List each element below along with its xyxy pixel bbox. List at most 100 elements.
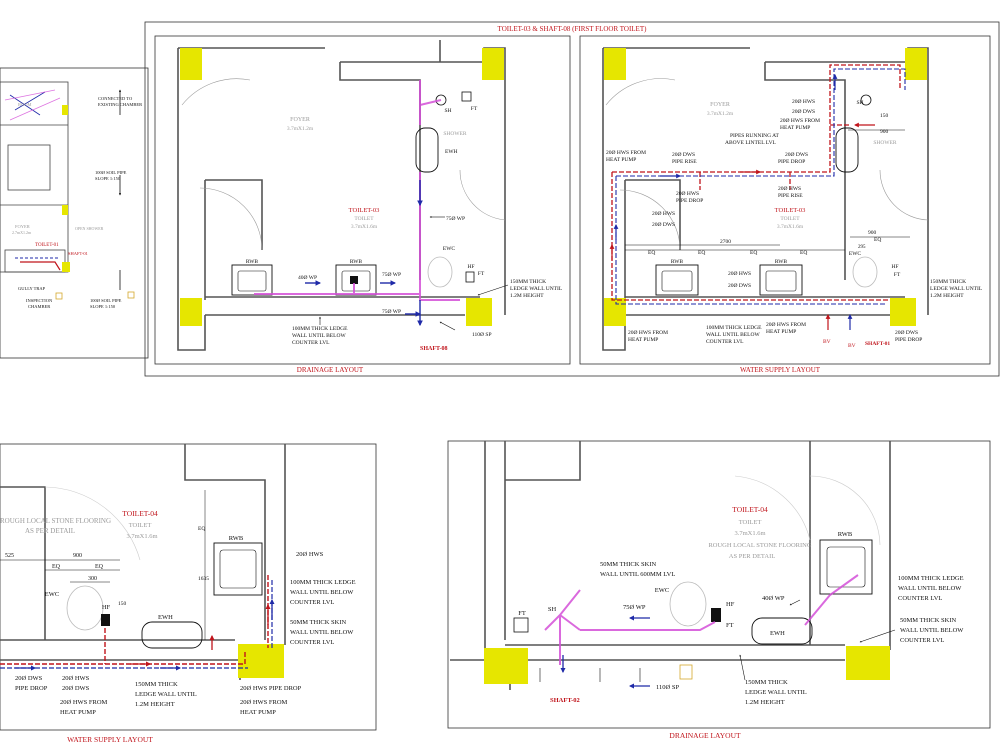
ws-rwb-2: RWB: [775, 259, 788, 265]
ft-label-2: FT: [478, 271, 485, 277]
wp-75-c: 75Ø WP: [382, 309, 401, 315]
ws-hws-drop-line1: 20Ø HWS: [676, 191, 699, 197]
bl-hws-pipe-drop: 20Ø HWS PIPE DROP: [240, 685, 302, 692]
shaft-block-top-2: [482, 48, 504, 80]
ws-hws-rise-line2: PIPE RISE: [778, 193, 803, 199]
ws-dim-900b: 900: [868, 230, 877, 236]
ws-shower-head: [860, 94, 872, 106]
label-slope-bottom: SLOPE 1:150: [90, 304, 116, 309]
bl-toilet-dim: 3.7mX1.6m: [126, 533, 157, 540]
bl-dim-300: 300: [88, 576, 97, 582]
floor-trap-2: [461, 91, 472, 102]
bl-eq-1: EQ: [52, 564, 61, 570]
toilet-dim: 3.7mX1.6m: [351, 224, 378, 230]
br-ft: FT: [518, 610, 526, 617]
shaft-marker-left-1: [62, 105, 68, 115]
bl-ewc: EWC: [45, 591, 59, 598]
ws-toilet-dim: 3.7mX1.6m: [777, 224, 804, 230]
br-flooring-line2: AS PER DETAIL: [729, 553, 775, 560]
wp-75-a: 75Ø WP: [446, 216, 465, 222]
shaft-marker-left-2: [62, 205, 68, 215]
ws-hws-br-line1: 20Ø HWS FROM: [766, 322, 806, 328]
bl-hws: 20Ø HWS: [296, 551, 324, 558]
ws-hws-mid: 20Ø HWS: [652, 211, 675, 217]
bl-ledge150-line1: 150MM THICK: [135, 681, 178, 688]
br-rwb: RWB: [838, 531, 853, 538]
ledge-150-line1: 150MM THICK: [510, 279, 546, 285]
bl-dim-150: 150: [118, 601, 127, 607]
ws-dws-drop-line1: 20Ø DWS: [785, 152, 808, 158]
br-ledge150-line2: LEDGE WALL UNTIL: [745, 689, 807, 696]
ledge-100-line1: 100MM THICK LEDGE: [292, 326, 348, 332]
bl-ledge100-line2: WALL UNTIL BELOW: [290, 589, 354, 596]
shower-head: [435, 94, 447, 106]
ws-ledge-100-line2: WALL UNTIL BELOW: [706, 332, 760, 338]
bl-hws-from-line1: 20Ø HWS FROM: [60, 699, 108, 706]
ws-bv-1: BV: [823, 339, 831, 345]
ws-wash-basin-2: [759, 264, 803, 296]
bl-dim-1635: 1635: [198, 576, 209, 582]
bl-ledge100-line3: COUNTER LVL: [290, 599, 334, 606]
bl-ledge150-line2: LEDGE WALL UNTIL: [135, 691, 197, 698]
bl-water-closet: [66, 585, 104, 631]
label-room: ROOM: [18, 102, 32, 107]
bl-toilet-label: TOILET-04: [122, 509, 158, 518]
ws-hws-heat-line2: HEAT PUMP: [606, 157, 636, 163]
ws-eq-3: EQ: [750, 250, 757, 256]
ewh-label: EWH: [445, 149, 458, 155]
bl-eq-vertical: EQ: [198, 526, 205, 532]
bl-skin-line3: COUNTER LVL: [290, 639, 334, 646]
br-skin600-line2: WALL UNTIL 600MM LVL: [600, 571, 675, 578]
ledge-150-line2: LEDGE WALL UNTIL: [510, 286, 563, 292]
br-wp40: 40Ø WP: [762, 595, 785, 602]
br-shaft-02: SHAFT-02: [550, 697, 580, 704]
ws-pipes-line1: PIPES RUNNING AT: [730, 133, 780, 139]
label-chamber: CHAMBER: [28, 304, 50, 309]
water-supply-title-top: WATER SUPPLY LAYOUT: [740, 366, 821, 374]
ws-dws-drop-line2: PIPE DROP: [778, 159, 805, 165]
bl-eq-2: EQ: [95, 564, 104, 570]
water-closet: [427, 256, 453, 288]
br-ledge150-line1: 150MM THICK: [745, 679, 788, 686]
label-foyer-dim: 2.7mX1.2m: [12, 230, 32, 235]
ws-hws-bl-line2: HEAT PUMP: [628, 337, 658, 343]
ws-sh-label: SH: [856, 100, 863, 106]
bl-ledge150-line3: 1.2M HEIGHT: [135, 701, 175, 708]
ws-hf-label: HF: [891, 264, 898, 270]
label-open-shower: OPEN SHOWER: [75, 226, 104, 231]
bl-hws2: 20Ø HWS: [62, 675, 90, 682]
ws-dim-900: 900: [880, 129, 889, 135]
ws-dws-mid: 20Ø DWS: [652, 222, 675, 228]
ws-wash-basin-1: [655, 264, 699, 296]
br-wp75: 75Ø WP: [623, 604, 646, 611]
shaft-block-top-1: [180, 48, 202, 80]
rwb-label-1: RWB: [246, 259, 259, 265]
ws-hws-rise-line1: 20Ø HWS: [778, 186, 801, 192]
hf-label: HF: [467, 264, 474, 270]
sp-110: 110Ø SP: [472, 332, 492, 338]
sheet-top-title: TOILET-03 & SHAFT-08 (FIRST FLOOR TOILET…: [498, 25, 648, 33]
ws-bv-2: BV: [848, 343, 856, 349]
label-inspection: INSPECTION: [26, 298, 53, 303]
bl-dws-pd-line2: PIPE DROP: [15, 685, 48, 692]
bl-floor-trap: [101, 614, 110, 626]
ws-toilet-sub: TOILET: [780, 216, 800, 222]
ws-dws-rise-line2: PIPE RISE: [672, 159, 697, 165]
ws-dws-top: 20Ø DWS: [792, 109, 815, 115]
plan-bottom-drainage: TOILET-04 TOILET 3.7mX1.6m ROUGH LOCAL S…: [450, 441, 964, 706]
ws-dws-pd-line1: 20Ø DWS: [895, 330, 918, 336]
br-flooring-line1: ROUGH LOCAL STONE FLOORING: [708, 542, 811, 549]
shaft-block-ws-4: [890, 298, 916, 326]
ws-dim-295: 295: [858, 245, 866, 250]
ws-ledge-100-line3: COUNTER LVL: [706, 339, 744, 345]
ws-hws-top: 20Ø HWS: [792, 99, 815, 105]
ws-ledge-150-line1: 150MM THICK: [930, 279, 966, 285]
br-skin600-line1: 50MM THICK SKIN: [600, 561, 657, 568]
br-floor-trap-2: [711, 608, 721, 622]
br-shaft-block-1: [484, 648, 528, 684]
ws-ft-label: FT: [894, 272, 901, 278]
rwb-label-2: RWB: [350, 259, 363, 265]
ws-water-heater: [835, 127, 859, 173]
label-soil-pipe-top: 100Ø SOIL PIPE: [95, 170, 127, 175]
ws-foyer-dim: 3.7mX1.2m: [707, 111, 734, 117]
